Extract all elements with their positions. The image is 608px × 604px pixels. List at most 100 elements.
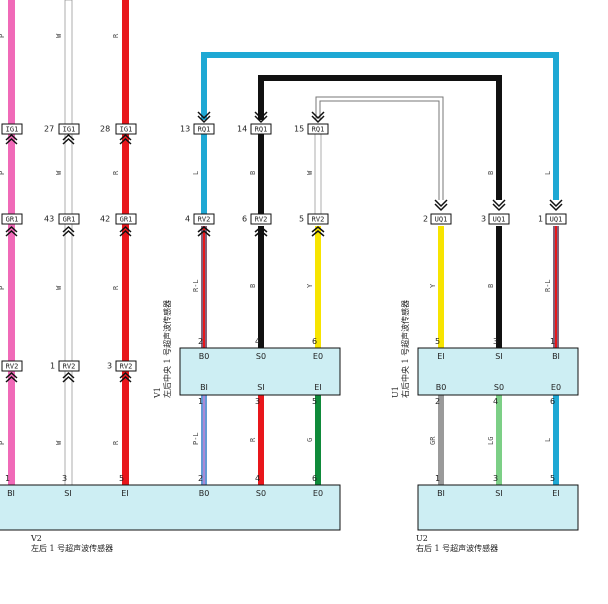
svg-text:5: 5 (312, 397, 317, 406)
wire-red-blue (201, 226, 207, 348)
svg-text:28: 28 (100, 125, 110, 134)
svg-text:BI: BI (552, 352, 560, 361)
svg-text:EI: EI (437, 352, 444, 361)
svg-text:RQ1: RQ1 (198, 126, 211, 134)
svg-text:B0: B0 (436, 383, 447, 392)
svg-text:3: 3 (62, 474, 67, 483)
svg-text:R-L: R-L (544, 279, 552, 292)
wire-blue-u1 (553, 395, 559, 485)
svg-text:R: R (112, 170, 120, 175)
wire-red-blue-u1 (553, 226, 559, 348)
svg-text:W: W (55, 440, 63, 445)
svg-text:RV2: RV2 (120, 363, 133, 371)
svg-text:BI: BI (7, 489, 15, 498)
sensor-v2-name: 左后 1 号超声波传感器 (31, 543, 113, 553)
svg-text:SI: SI (64, 489, 71, 498)
wire-yellow-u1 (438, 226, 444, 348)
wire-red-v1 (258, 395, 264, 485)
svg-text:6: 6 (550, 397, 555, 406)
svg-text:SI: SI (257, 383, 264, 392)
svg-text:1: 1 (538, 215, 543, 224)
svg-text:1: 1 (550, 337, 555, 346)
svg-text:RQ1: RQ1 (312, 126, 325, 134)
svg-text:1: 1 (435, 474, 440, 483)
sensor-v1-name: 左后中央 1 号超声波传感器 (162, 300, 172, 398)
svg-text:3: 3 (255, 397, 260, 406)
svg-text:B: B (249, 171, 257, 175)
sensor-v1-id: V1 (153, 387, 162, 399)
svg-text:2: 2 (198, 337, 203, 346)
wire-blue-mid (201, 132, 207, 216)
svg-text:GR1: GR1 (63, 216, 76, 224)
svg-text:42: 42 (100, 215, 110, 224)
connector-chevrons (5, 111, 563, 383)
svg-text:B: B (487, 171, 495, 175)
svg-text:3: 3 (493, 337, 498, 346)
svg-text:IG1: IG1 (63, 126, 76, 134)
wire-color-labels: P P P P W W W W R R R R L B W R-L B Y P-… (0, 33, 552, 445)
wire-red (122, 0, 129, 485)
sensor-u1: 5 3 1 EI SI BI B0 S0 E0 2 4 6 U1 右后中央 1 … (391, 300, 579, 406)
svg-text:3: 3 (107, 362, 112, 371)
svg-text:GR1: GR1 (120, 216, 133, 224)
wire-green-v1 (315, 395, 321, 485)
svg-text:BI: BI (200, 383, 208, 392)
svg-text:LG: LG (487, 437, 495, 445)
svg-text:2: 2 (423, 215, 428, 224)
wire-pink (8, 0, 15, 485)
svg-text:RV2: RV2 (63, 363, 76, 371)
svg-text:6: 6 (312, 337, 317, 346)
svg-text:4: 4 (493, 397, 498, 406)
svg-text:W: W (55, 33, 63, 38)
svg-text:B: B (487, 284, 495, 288)
svg-text:5: 5 (299, 215, 304, 224)
svg-text:GR1: GR1 (6, 216, 19, 224)
svg-text:4: 4 (255, 337, 260, 346)
svg-text:EI: EI (552, 489, 559, 498)
wire-black-u1 (496, 226, 502, 348)
svg-text:IG1: IG1 (6, 126, 19, 134)
svg-text:2: 2 (435, 397, 440, 406)
svg-text:S0: S0 (256, 489, 266, 498)
svg-text:R: R (112, 33, 120, 38)
svg-text:13: 13 (180, 125, 190, 134)
connector-rq1: RQ1 RQ1 RQ1 13 14 15 (180, 123, 329, 135)
svg-text:Y: Y (306, 283, 314, 288)
svg-text:SI: SI (495, 352, 502, 361)
svg-text:RV2: RV2 (312, 216, 325, 224)
svg-text:E0: E0 (551, 383, 561, 392)
sensor-u1-id: U1 (391, 386, 400, 398)
svg-text:E0: E0 (313, 352, 323, 361)
svg-text:2: 2 (198, 474, 203, 483)
wire-black-mid (258, 132, 264, 216)
svg-text:1: 1 (198, 397, 203, 406)
wire-gray-u1 (438, 395, 444, 485)
svg-text:P: P (0, 34, 6, 38)
svg-text:W: W (55, 285, 63, 290)
wire-purple-blue (201, 395, 207, 485)
sensor-u2-name: 右后 1 号超声波传感器 (416, 543, 498, 553)
svg-text:SI: SI (495, 489, 502, 498)
svg-text:EI: EI (314, 383, 321, 392)
wire-white-loop (315, 96, 444, 200)
svg-text:RV2: RV2 (198, 216, 211, 224)
connector-gr1: GR1 GR1 GR1 43 42 (1, 213, 137, 225)
svg-text:L: L (544, 171, 552, 175)
svg-text:UQ1: UQ1 (550, 216, 563, 224)
wire-light-green-u1 (496, 395, 502, 485)
svg-text:R: R (249, 437, 257, 442)
svg-text:6: 6 (242, 215, 247, 224)
svg-text:L: L (192, 171, 200, 175)
svg-text:R: R (112, 285, 120, 290)
sensor-v1: 2 4 6 B0 S0 E0 BI SI EI 1 3 5 V1 左后中央 1 … (153, 300, 341, 406)
svg-text:B0: B0 (199, 489, 210, 498)
svg-text:UQ1: UQ1 (493, 216, 506, 224)
svg-text:P: P (0, 171, 6, 175)
svg-text:G: G (306, 438, 314, 442)
svg-text:R-L: R-L (192, 279, 200, 292)
sensor-u2-id: U2 (416, 534, 428, 543)
svg-text:5: 5 (435, 337, 440, 346)
svg-text:P-L: P-L (192, 432, 200, 445)
svg-text:IG1: IG1 (120, 126, 133, 134)
